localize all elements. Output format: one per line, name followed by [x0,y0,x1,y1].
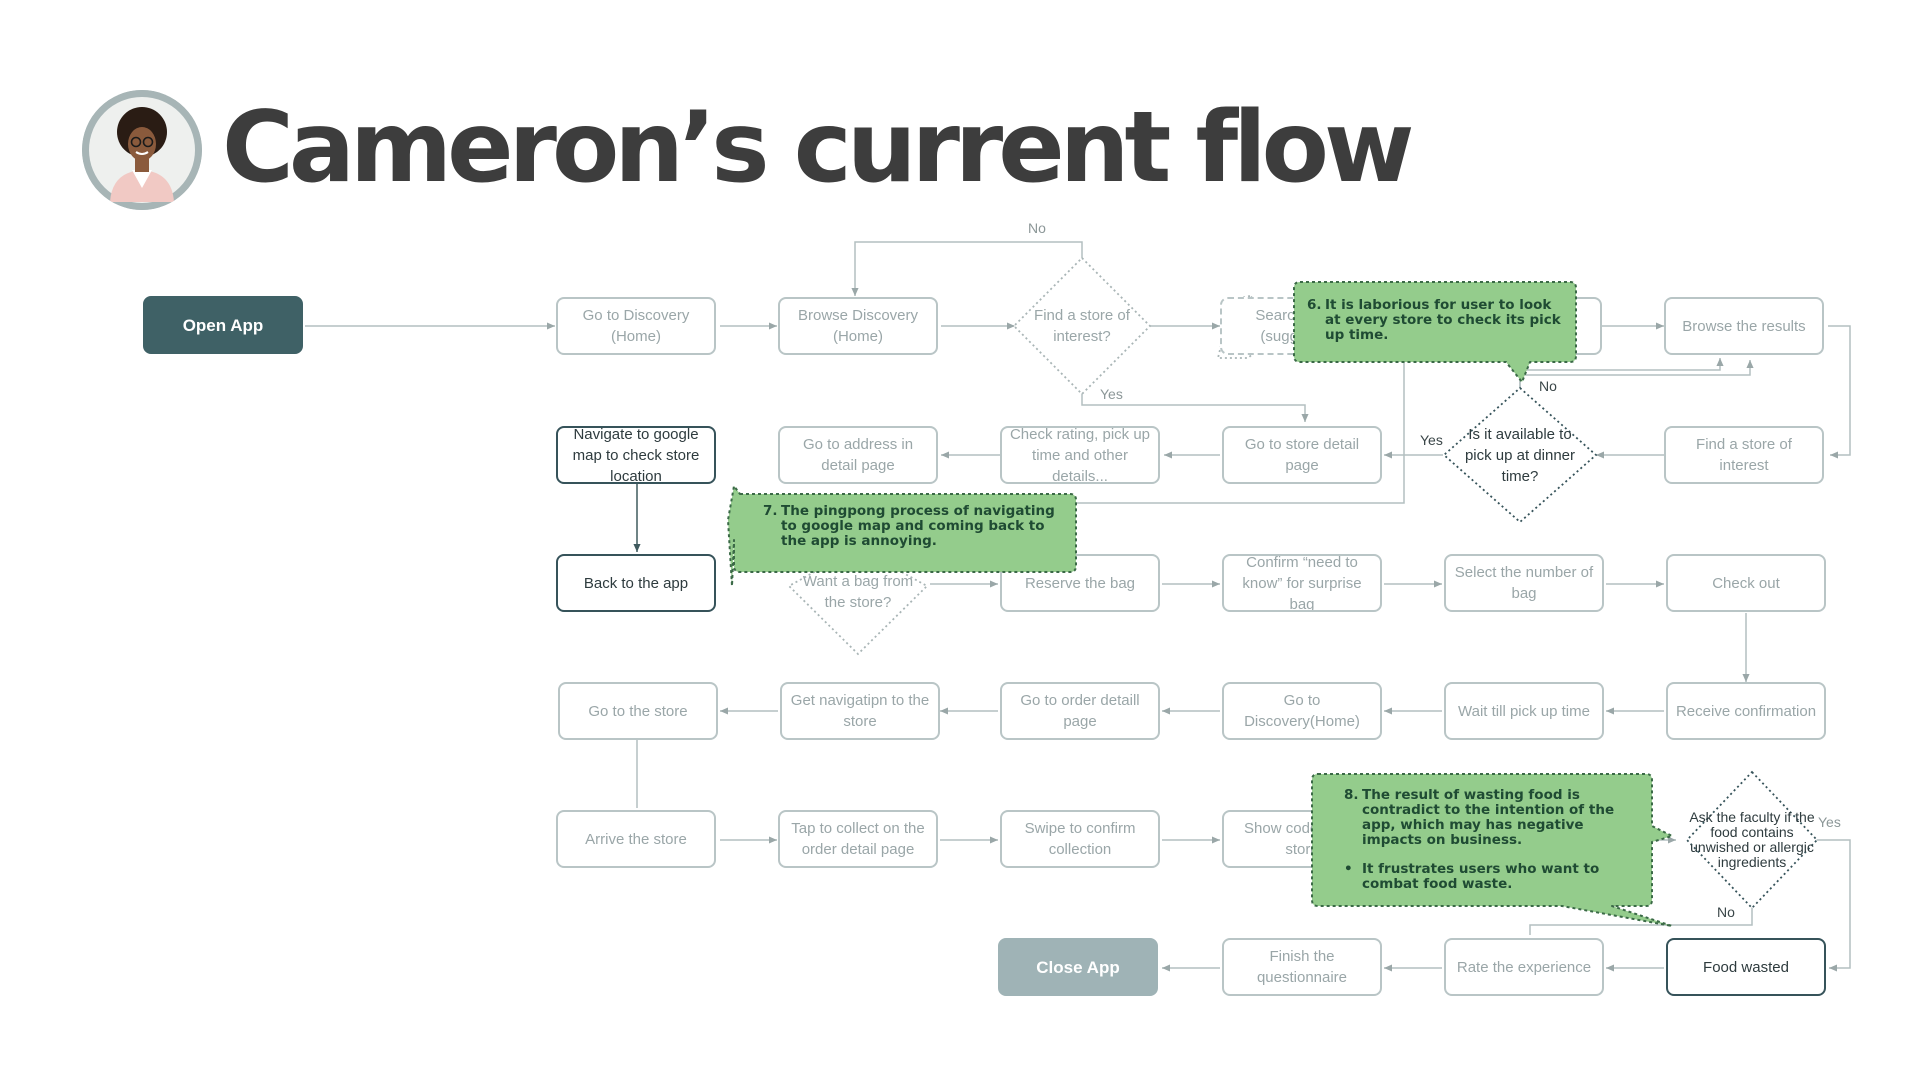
callout-6-shape [1293,281,1577,383]
label-no-available: No [1539,378,1557,394]
label-yes-available: Yes [1420,432,1443,448]
decision-available-shape [1442,386,1598,524]
navigate-google-node: Navigate to google map to check store lo… [556,426,716,484]
swipe-confirm-node: Swipe to confirm collection [1000,810,1160,868]
wait-pickup-node: Wait till pick up time [1444,682,1604,740]
select-number-node: Select the number of bag [1444,554,1604,612]
confirm-need-node: Confirm “need to know” for surprise bag [1222,554,1382,612]
go-discovery-home2-node: Go to Discovery(Home) [1222,682,1382,740]
browse-results-node: Browse the results [1664,297,1824,355]
open-app-node: Open App [143,296,303,354]
go-to-store-node: Go to the store [558,682,718,740]
find-store-interest-node: Find a store of interest [1664,426,1824,484]
check-rating-node: Check rating, pick up time and other det… [1000,426,1160,484]
go-address-node: Go to address in detail page [778,426,938,484]
get-navigation-node: Get navigatipn to the store [780,682,940,740]
callout-8: 8.The result of wasting food is contradi… [1344,787,1615,892]
food-wasted-node: Food wasted [1666,938,1826,996]
label-no-find-store: No [1028,220,1046,236]
close-app-node: Close App [998,938,1158,996]
callout-7: 7.The pingpong process of navigating to … [763,503,1055,549]
label-yes-find-store: Yes [1100,386,1123,402]
avatar [82,90,202,210]
receive-confirmation-node: Receive confirmation [1666,682,1826,740]
decision-want-bag-shape [787,546,929,656]
decision-want-bag: Want a bag from the store? [802,573,914,611]
go-store-detail-node: Go to store detail page [1222,426,1382,484]
decision-available-dinner: Is it available to pick up at dinner tim… [1464,425,1576,485]
callout-6: 6.It is laborious for user to look at ev… [1307,297,1561,343]
browse-discovery-node: Browse Discovery (Home) [778,297,938,355]
callout-8-shape [1311,773,1673,927]
finish-questionnaire-node: Finish the questionnaire [1222,938,1382,996]
rate-experience-node: Rate the experience [1444,938,1604,996]
callout-7-shape [727,485,1077,587]
decision-find-store-shape [1012,256,1152,396]
person-avatar-icon [82,90,202,210]
go-order-detail-node: Go to order detaill page [1000,682,1160,740]
decision-ask-faculty-shape [1685,770,1819,910]
label-no-ask-faculty: No [1717,904,1735,920]
back-to-app-node: Back to the app [556,554,716,612]
decision-find-store: Find a store of interest? [1034,307,1130,345]
arrive-store-node: Arrive the store [556,810,716,868]
page-title: Cameron’s current flow [222,91,1415,205]
check-out-node: Check out [1666,554,1826,612]
decision-ask-faculty: Ask the faculty if the food contains unw… [1689,809,1815,870]
go-discovery-home-node: Go to Discovery (Home) [556,297,716,355]
reserve-bag-node: Reserve the bag [1000,554,1160,612]
tap-collect-node: Tap to collect on the order detail page [778,810,938,868]
label-yes-ask-faculty: Yes [1818,814,1841,830]
